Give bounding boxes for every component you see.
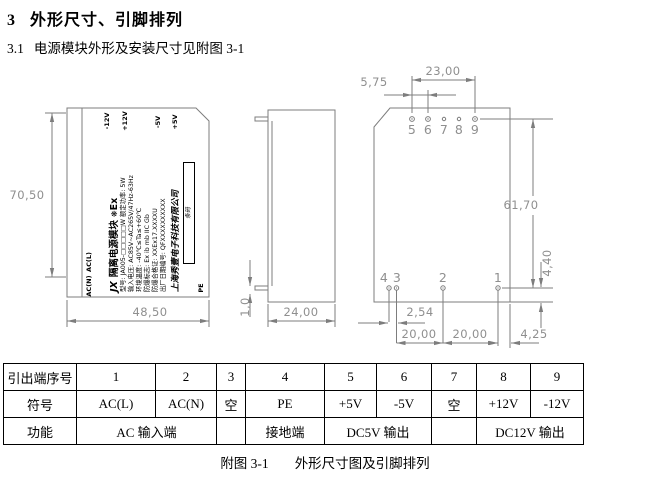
table-cell: 空 bbox=[431, 390, 477, 418]
subsection-heading: 3.1 电源模块外形及安装尺寸见附图 3-1 bbox=[7, 37, 244, 57]
nameplate-cert-row: 防爆合格证: XXEx17.XXXXU bbox=[151, 208, 159, 292]
nameplate-input-row: 输入电压: AC85V~AC265V/47Hz-63Hz bbox=[127, 175, 135, 292]
pin-number-9: 9 bbox=[471, 122, 479, 137]
table-cell: AC(N) bbox=[155, 390, 217, 418]
side-view-dimensions: 1,0 24,00 bbox=[238, 260, 336, 327]
table-row-symbols: 符号 AC(L) AC(N) 空 PE +5V -5V 空 +12V -12V bbox=[3, 390, 584, 418]
pin-number-7: 7 bbox=[440, 122, 448, 137]
table-cell: 4 bbox=[245, 363, 325, 391]
terminal-label-plus12v: +12V bbox=[121, 111, 129, 131]
pin-number-1: 1 bbox=[494, 270, 502, 285]
figure-caption: 附图 3-1 外形尺寸图及引脚排列 bbox=[0, 452, 650, 472]
front-view-dimensions: 70,50 48,50 bbox=[10, 112, 210, 327]
product-name: 隔离电源模块 bbox=[109, 220, 120, 278]
terminal-label-minus12v: -12V bbox=[103, 112, 111, 130]
table-cell: AC 输入端 bbox=[76, 417, 217, 445]
table-row-header: 功能 bbox=[3, 417, 77, 445]
dim-front-height: 70,50 bbox=[10, 188, 45, 202]
nameplate: JX 隔离电源模块 ❋Ex 型号: JA005-□□□□□W 额定功率: 5W 输入… bbox=[106, 132, 195, 292]
table-row-header: 符号 bbox=[3, 390, 77, 418]
table-cell: 9 bbox=[530, 363, 584, 391]
table-cell: 3 bbox=[216, 363, 246, 391]
pin-view-dimensions: 23,00 5,75 61,70 4,40 2,54 20,00 20,00 4… bbox=[358, 64, 554, 348]
table-row-header: 引出端序号 bbox=[3, 363, 77, 391]
certification-mark-icon: ❋ bbox=[110, 210, 119, 218]
nameplate-title: JX 隔离电源模块 ❋Ex bbox=[106, 132, 120, 292]
figure-caption-label: 附图 3-1 bbox=[220, 456, 269, 471]
pin-view-bottom-pins: 4 3 2 1 bbox=[380, 270, 502, 346]
nameplate-model-row: 型号: JA005-□□□□□W 额定功率: 5W bbox=[120, 177, 127, 292]
table-cell: 5 bbox=[324, 363, 377, 391]
table-cell: PE bbox=[245, 390, 325, 418]
pin-view-top-pins: 5 6 7 8 9 bbox=[408, 116, 479, 137]
subsection-number: 3.1 bbox=[7, 41, 24, 56]
table-cell: +5V bbox=[324, 390, 377, 418]
terminal-label-minus5v: -5V bbox=[154, 115, 162, 129]
dim-small-pitch: 2,54 bbox=[406, 305, 433, 319]
table-cell bbox=[216, 417, 246, 445]
terminal-label-acl: AC(L) bbox=[85, 252, 93, 272]
table-row-functions: 功能 AC 输入端 接地端 DC5V 输出 DC12V 输出 bbox=[3, 417, 584, 445]
dim-pin-thickness: 1,0 bbox=[238, 297, 252, 317]
table-cell: -5V bbox=[376, 390, 432, 418]
pin-assignment-table: 引出端序号 1 2 3 4 5 6 7 8 9 符号 AC(L) AC(N) 空… bbox=[3, 363, 584, 445]
pin-view-outline bbox=[373, 107, 511, 303]
dim-side-depth: 24,00 bbox=[284, 305, 319, 319]
table-cell: 空 bbox=[216, 390, 246, 418]
brand-logo: JX bbox=[109, 281, 120, 292]
dim-body-height: 61,70 bbox=[504, 198, 539, 212]
ex-mark: Ex bbox=[109, 197, 120, 211]
table-cell: AC(L) bbox=[76, 390, 156, 418]
pin-number-8: 8 bbox=[455, 122, 463, 137]
terminal-label-plus5v: +5V bbox=[171, 114, 179, 130]
dim-edge-offset: 4,25 bbox=[520, 327, 547, 341]
pin-number-6: 6 bbox=[424, 122, 432, 137]
dim-front-width: 48,50 bbox=[133, 305, 168, 319]
dim-pitch-b: 20,00 bbox=[453, 327, 488, 341]
pin-number-5: 5 bbox=[408, 122, 416, 137]
company-name: 上海秀壹电子科技有限公司 bbox=[170, 189, 181, 292]
table-row-pin-numbers: 引出端序号 1 2 3 4 5 6 7 8 9 bbox=[3, 363, 584, 391]
dim-pitch-a: 20,00 bbox=[402, 327, 437, 341]
figure-caption-title: 外形尺寸图及引脚排列 bbox=[294, 456, 430, 471]
terminal-label-acn: AC(N) bbox=[85, 275, 93, 297]
side-view-outline bbox=[254, 109, 336, 303]
dim-top-span: 23,00 bbox=[426, 64, 461, 78]
table-cell: 7 bbox=[431, 363, 477, 391]
table-cell: DC5V 输出 bbox=[324, 417, 432, 445]
nameplate-serial-row: 出厂日期编号: QFXXXXXXXXXX bbox=[159, 198, 167, 292]
dim-pin-offset: 4,40 bbox=[540, 249, 554, 276]
pin-number-3: 3 bbox=[393, 270, 401, 285]
section-heading: 3 外形尺寸、引脚排列 bbox=[7, 6, 183, 30]
table-cell: 接地端 bbox=[245, 417, 325, 445]
table-cell: -12V bbox=[530, 390, 584, 418]
section-title: 外形尺寸、引脚排列 bbox=[30, 12, 184, 29]
table-cell: +12V bbox=[476, 390, 531, 418]
pin-number-4: 4 bbox=[380, 270, 388, 285]
subsection-text: 电源模块外形及安装尺寸见附图 3-1 bbox=[33, 41, 245, 56]
table-cell: 1 bbox=[76, 363, 156, 391]
dim-top-pitch: 5,75 bbox=[360, 75, 387, 89]
nameplate-temp-row: 环境温度: -40℃≤Ta≤+60℃ bbox=[135, 207, 143, 292]
front-view-outline bbox=[66, 107, 210, 298]
table-cell bbox=[431, 417, 477, 445]
section-number: 3 bbox=[7, 12, 16, 29]
barcode-box: 条码 bbox=[182, 162, 195, 264]
table-cell: 8 bbox=[476, 363, 531, 391]
dimension-drawing: 70,50 48,50 1,0 24,00 5 6 7 8 9 bbox=[10, 64, 554, 348]
table-cell: DC12V 输出 bbox=[476, 417, 584, 445]
table-cell: 6 bbox=[376, 363, 432, 391]
nameplate-exmark-row: 防爆标志: Ex ib mb IIC Gb bbox=[143, 214, 151, 292]
table-cell: 2 bbox=[155, 363, 217, 391]
pin-number-2: 2 bbox=[439, 270, 447, 285]
